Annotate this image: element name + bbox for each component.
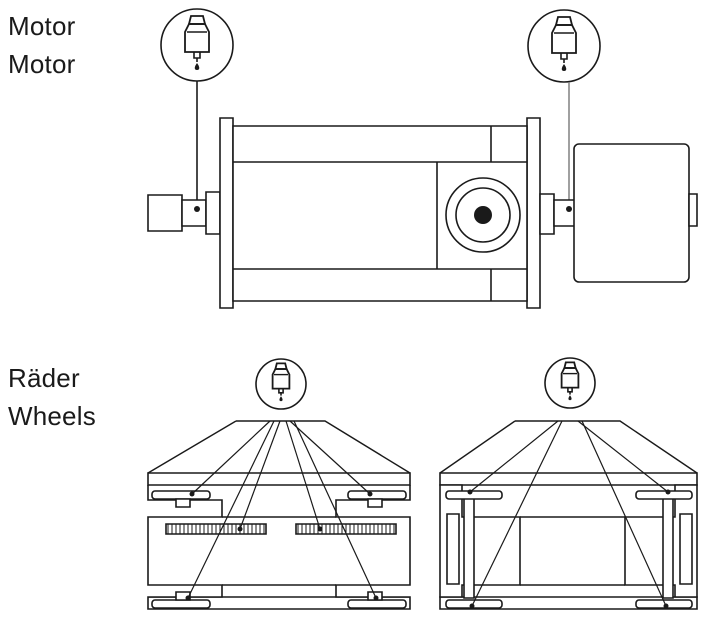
label-wheels-de: Räder — [8, 363, 80, 393]
oil-can-drop-icon — [545, 358, 595, 408]
label-motor-de: Motor — [8, 11, 76, 41]
motor-assembly — [148, 9, 697, 308]
oil-can-drop-icon — [256, 359, 306, 409]
label-motor-en: Motor — [8, 49, 76, 79]
label-wheels-en: Wheels — [8, 401, 96, 431]
oil-can-drop-icon — [528, 10, 600, 82]
wheels-assembly-left — [148, 359, 410, 609]
oil-can-drop-icon — [161, 9, 233, 81]
wheels-assembly-right — [440, 358, 697, 609]
